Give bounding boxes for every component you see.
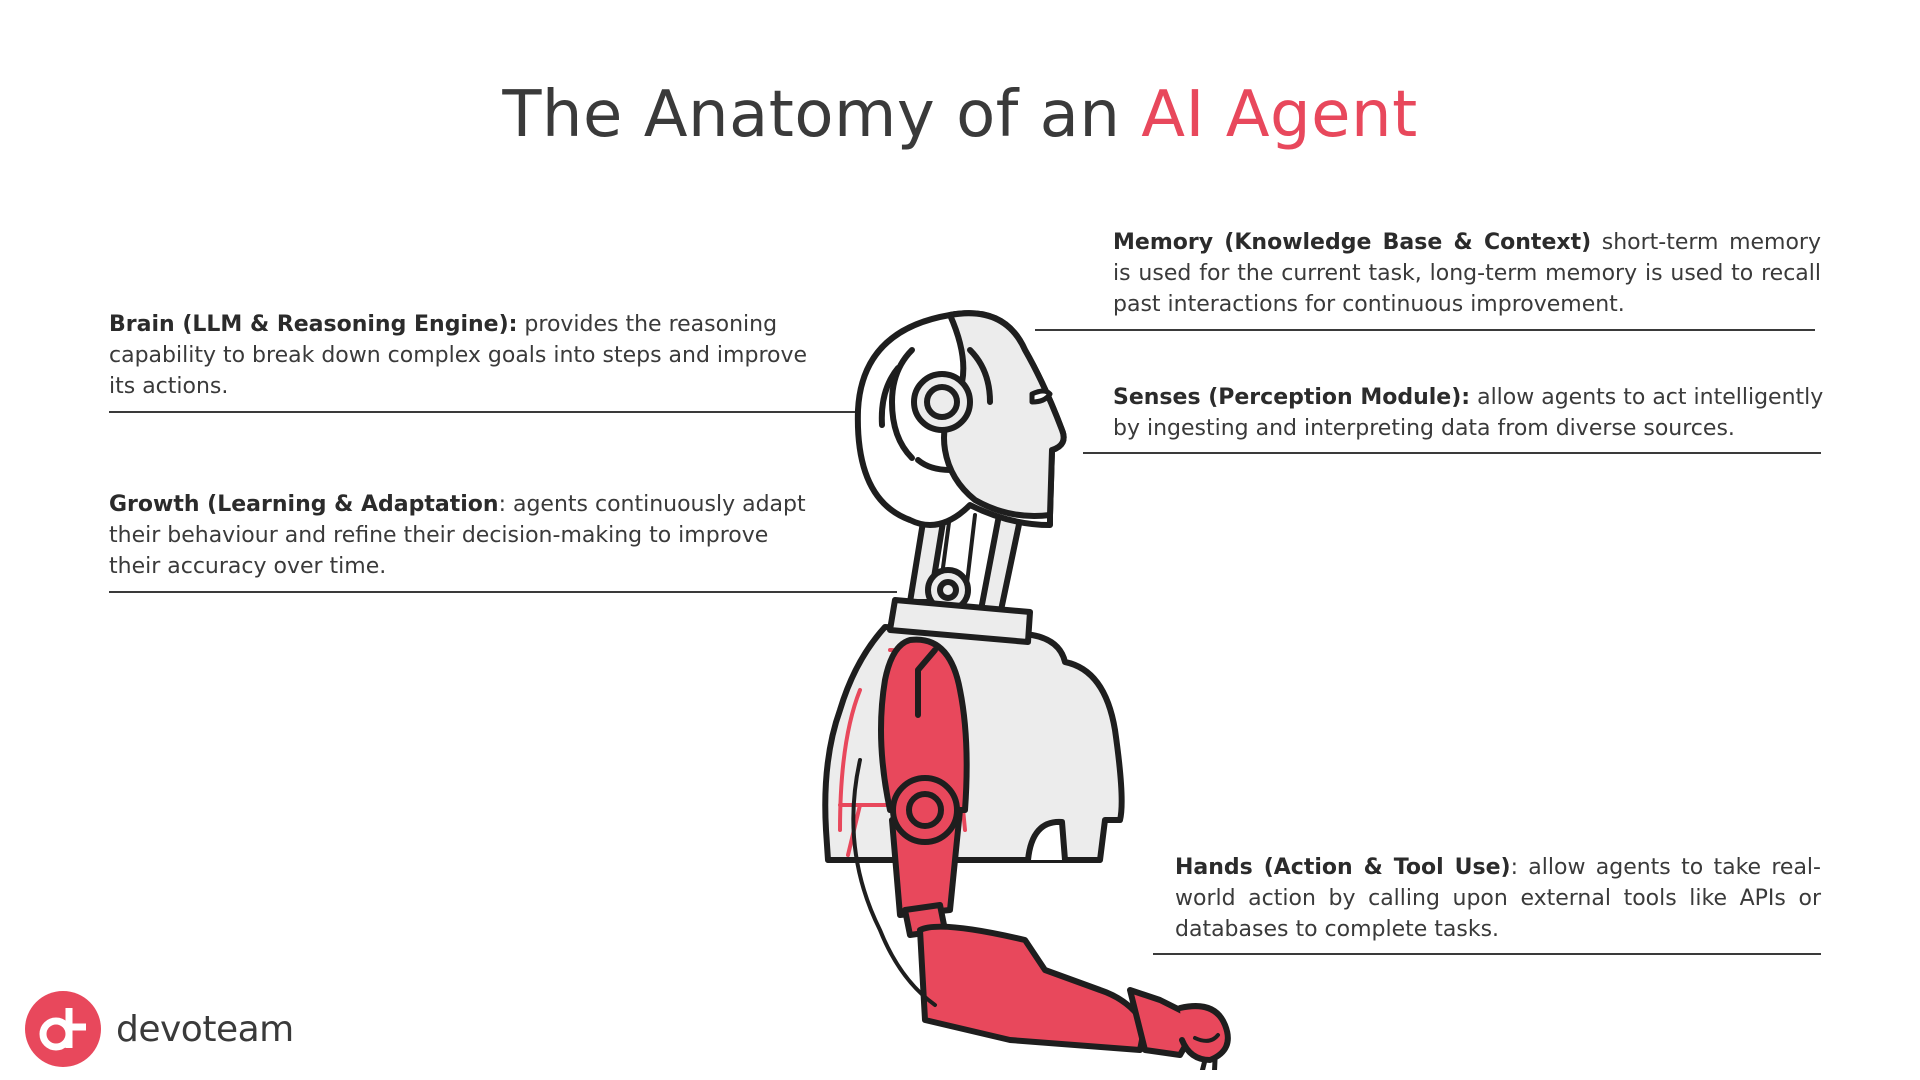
leader-line-brain [109,411,931,413]
annotation-brain: Brain (LLM & Reasoning Engine): provides… [109,309,839,402]
annotation-memory: Memory (Knowledge Base & Context) short-… [1113,227,1821,320]
annotation-memory-heading: Memory (Knowledge Base & Context) [1113,230,1592,255]
annotation-brain-heading: Brain (LLM & Reasoning Engine): [109,312,518,337]
robot-illustration [822,310,1231,1070]
robot-front-arm [878,636,1231,1070]
title-main: The Anatomy of an [502,78,1142,152]
devoteam-wordmark: devoteam [116,1008,294,1050]
devoteam-logo-icon [25,991,101,1067]
annotation-brain-text: provides the reasoning capability to bre… [109,312,808,399]
devoteam-logo[interactable]: devoteam [24,990,294,1068]
title-accent: AI Agent [1141,78,1418,152]
leader-line-senses [1083,452,1821,454]
leader-line-hands [1153,953,1821,955]
annotation-senses: Senses (Perception Module): allow agents… [1113,382,1833,444]
robot-torso [822,597,1125,863]
annotation-hands: Hands (Action & Tool Use): allow agents … [1175,852,1821,945]
annotation-growth-heading: Growth (Learning & Adaptation [109,492,499,517]
annotation-memory-text: short-term memory is used for the curren… [1113,230,1821,317]
robot-head [854,310,1067,528]
leader-line-memory [1035,329,1815,331]
annotation-hands-heading: Hands (Action & Tool Use) [1175,855,1511,880]
page-title: The Anatomy of an AI Agent [0,78,1920,152]
annotation-senses-heading: Senses (Perception Module): [1113,385,1471,410]
annotation-growth: Growth (Learning & Adaptation: agents co… [109,489,819,582]
annotation-senses-text: allow agents to act intelligently by ing… [1113,385,1824,441]
leader-line-growth [109,591,897,593]
annotation-growth-text: : agents continuously adapt their behavi… [109,492,806,579]
annotation-hands-text: : allow agents to take real-world action… [1175,855,1821,942]
